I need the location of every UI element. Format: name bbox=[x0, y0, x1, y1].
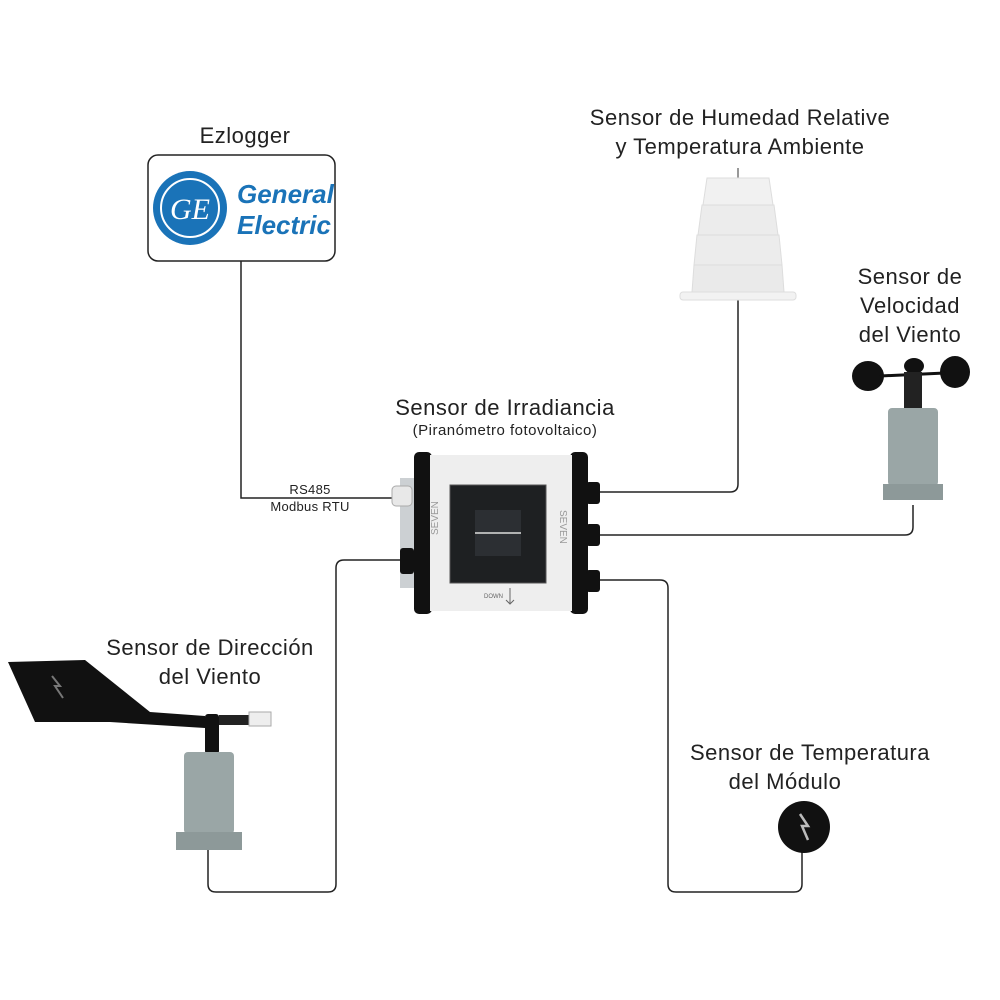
down-mark: DOWN bbox=[484, 594, 503, 600]
seven-brand-right: SEVEN bbox=[557, 510, 568, 544]
connection-protocol-line2: Modbus RTU bbox=[270, 499, 350, 514]
wind-speed-sensor-image bbox=[852, 356, 970, 500]
irradiance-device: SEVEN SEVEN DOWN bbox=[391, 452, 600, 614]
down-arrow-icon bbox=[505, 588, 515, 605]
irradiance-label: Sensor de Irradiancia bbox=[395, 395, 615, 420]
humidity-label-line1: Sensor de Humedad Relative bbox=[589, 105, 891, 130]
wind-speed-label-line3: del Viento bbox=[858, 322, 962, 347]
lightning-bolt-icon bbox=[798, 813, 811, 841]
humidity-sensor-image bbox=[679, 168, 797, 301]
connector-wind-speed bbox=[595, 505, 914, 536]
logger-label: Ezlogger bbox=[199, 123, 291, 148]
wind-speed-label-line1: Sensor de bbox=[857, 264, 963, 289]
wind-speed-label-line2: Velocidad bbox=[860, 293, 960, 318]
module-temp-label-line2: del Módulo bbox=[728, 769, 842, 794]
irradiance-sublabel: (Piranómetro fotovoltaico) bbox=[412, 422, 598, 439]
module-temp-sensor-image bbox=[778, 801, 830, 853]
seven-brand-left: SEVEN bbox=[430, 501, 441, 535]
connector-humidity bbox=[595, 300, 739, 493]
connector-module-temp bbox=[595, 579, 803, 893]
module-temp-label-line1: Sensor de Temperatura bbox=[689, 740, 930, 765]
connection-protocol-line1: RS485 bbox=[289, 482, 331, 497]
wind-direction-label-line1: Sensor de Dirección bbox=[106, 635, 314, 660]
logger-box: GE General Electric bbox=[147, 154, 336, 262]
ge-logo-mark: GE bbox=[170, 193, 210, 226]
humidity-label-line2: y Temperatura Ambiente bbox=[615, 134, 865, 159]
ge-brand-line2: Electric bbox=[237, 210, 331, 240]
ge-logo bbox=[153, 171, 227, 245]
connector-logger bbox=[240, 261, 395, 499]
wind-direction-label-line2: del Viento bbox=[158, 664, 262, 689]
connector-wind-direction bbox=[207, 559, 405, 893]
ge-brand-line1: General bbox=[237, 179, 335, 209]
wind-direction-sensor-image bbox=[8, 660, 272, 850]
